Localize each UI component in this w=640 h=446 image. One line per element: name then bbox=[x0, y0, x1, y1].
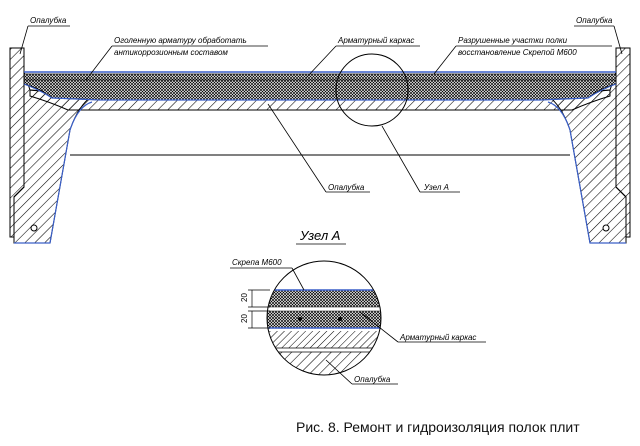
label-formwork-detail: Опалубка bbox=[354, 375, 391, 384]
repair-layer bbox=[23, 73, 617, 101]
label-formwork-center: Опалубка bbox=[328, 183, 365, 192]
slab-section bbox=[9, 47, 631, 244]
label-skrepa: Скрепа М600 bbox=[232, 258, 282, 267]
rib-bar-left bbox=[30, 224, 38, 232]
detail-view: 20 20 bbox=[240, 260, 382, 376]
detail-top-layer bbox=[267, 290, 381, 307]
detail-mid-layer bbox=[267, 311, 381, 328]
label-rebar-note-1: Оголенную арматуру обработать bbox=[114, 36, 247, 45]
label-formwork-left: Опалубка bbox=[30, 16, 67, 25]
detail-dense-layer bbox=[267, 331, 381, 348]
rib-outline-left bbox=[14, 101, 93, 244]
node-a-marker bbox=[335, 53, 409, 127]
dimensions bbox=[248, 289, 270, 329]
label-damaged-2: восстановление Скрепой М600 bbox=[458, 48, 577, 57]
detail-circle bbox=[266, 260, 382, 376]
rib-bar-right bbox=[602, 224, 610, 232]
label-formwork-right: Опалубка bbox=[576, 16, 613, 25]
label-rebar-cage-top: Арматурный каркас bbox=[337, 36, 414, 45]
node-title: Узел А bbox=[299, 228, 340, 243]
label-node-a-callout: Узел А bbox=[423, 183, 449, 192]
label-damaged-1: Разрушенные участки полки bbox=[458, 36, 568, 45]
leaders bbox=[19, 25, 623, 193]
left-formwork bbox=[9, 47, 25, 238]
repair-outline bbox=[23, 83, 617, 101]
label-rebar-note-2: антикоррозионным составом bbox=[114, 48, 228, 57]
detail-leaders bbox=[230, 267, 486, 385]
dim-bottom: 20 bbox=[240, 314, 249, 323]
rib-outline-right bbox=[547, 101, 626, 244]
figure-caption: Рис. 8. Ремонт и гидроизоляция полок пли… bbox=[296, 419, 580, 435]
label-rebar-cage-detail: Арматурный каркас bbox=[399, 333, 476, 342]
dim-top: 20 bbox=[240, 293, 249, 302]
